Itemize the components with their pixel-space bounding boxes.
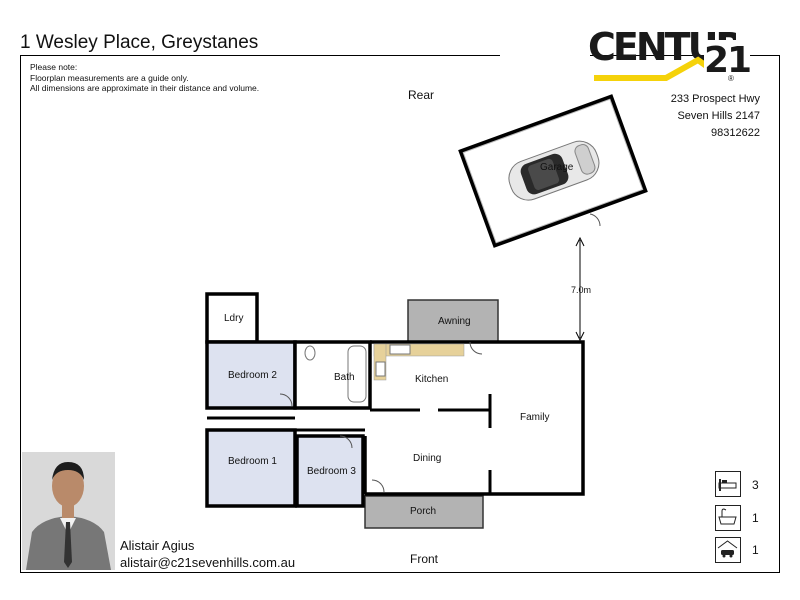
office-suburb: Seven Hills 2147 <box>677 110 760 122</box>
note-heading: Please note: <box>30 62 78 72</box>
office-street: 233 Prospect Hwy <box>670 93 760 105</box>
room-label-bedroom1: Bedroom 1 <box>228 456 277 467</box>
logo-registered: ® <box>728 74 734 83</box>
page-title: 1 Wesley Place, Greystanes <box>20 32 259 53</box>
note-line: Floorplan measurements are a guide only. <box>30 72 189 83</box>
bed-icon <box>715 471 741 497</box>
room-label-dining: Dining <box>413 453 442 464</box>
agent-email-link[interactable]: alistair@c21sevenhills.com.au <box>120 555 296 570</box>
agent-silhouette <box>22 452 115 570</box>
room-label-laundry: Ldry <box>224 313 244 324</box>
brand-logo[interactable]: CENTURY 21 ® <box>586 18 771 88</box>
bath-icon <box>715 505 741 531</box>
frame-bottom <box>20 572 780 573</box>
car-icon <box>715 537 741 563</box>
room-label-bedroom2: Bedroom 2 <box>228 370 277 381</box>
carspace-count: 1 <box>752 543 759 557</box>
room-label-awning: Awning <box>438 316 471 327</box>
room-label-bath: Bath <box>334 372 355 383</box>
frame-left <box>20 55 21 573</box>
agent-photo <box>22 452 115 570</box>
distance-label: 7.0m <box>571 285 592 295</box>
office-phone[interactable]: 98312622 <box>711 127 760 139</box>
disclaimer-notes: Please note: Floorplan measurements are … <box>30 62 259 94</box>
note-line: All dimensions are approximate in their … <box>30 83 260 93</box>
room-label-bedroom3: Bedroom 3 <box>307 466 356 477</box>
bathroom-count: 1 <box>752 511 759 525</box>
room-label-garage: Garage <box>540 162 574 173</box>
logo-number: 21 <box>704 40 752 81</box>
rear-label: Rear <box>408 88 435 102</box>
bedroom-count: 3 <box>752 478 759 492</box>
room-label-porch: Porch <box>410 506 437 517</box>
room-label-kitchen: Kitchen <box>415 374 449 385</box>
agent-name: Alistair Agius <box>120 538 195 553</box>
header-rule-right <box>590 55 780 56</box>
front-label: Front <box>410 552 439 566</box>
header-rule <box>20 55 500 56</box>
frame-right <box>779 55 780 573</box>
room-label-family: Family <box>520 412 550 423</box>
